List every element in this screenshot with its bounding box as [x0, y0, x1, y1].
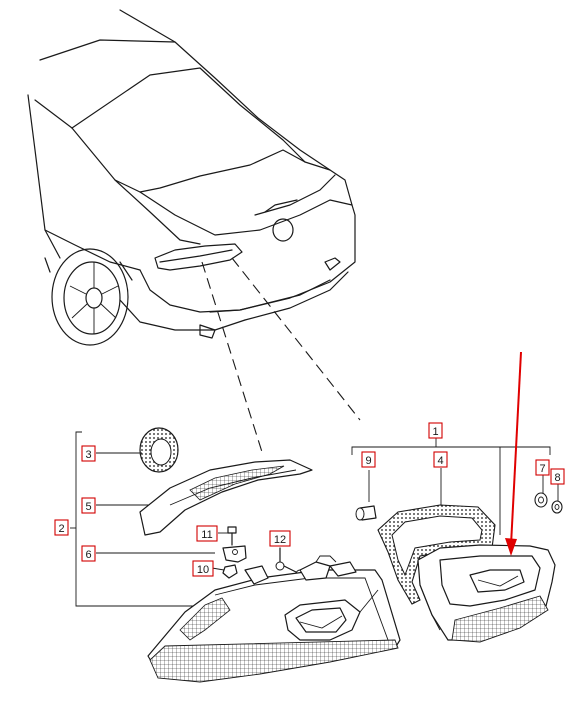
callout-4[interactable]: 4: [433, 451, 448, 468]
callout-11[interactable]: 11: [196, 525, 218, 542]
part-8-washer: [551, 500, 563, 514]
part-5-reflector-panel: [139, 459, 313, 536]
part-7-nut: [534, 492, 548, 508]
callout-8-text: 8: [554, 472, 560, 484]
dashed-reference-lines: [201, 257, 361, 453]
callout-8[interactable]: 8: [550, 468, 565, 485]
callout-12[interactable]: 12: [269, 530, 291, 547]
part-11-screw: [218, 526, 237, 546]
red-pointer-arrow: [505, 351, 522, 556]
callout-3[interactable]: 3: [81, 445, 96, 462]
part-6-bracket: [222, 545, 247, 563]
callout-1-text: 1: [432, 426, 438, 438]
callout-4-text: 4: [437, 455, 443, 467]
callout-5[interactable]: 5: [81, 497, 96, 514]
callout-11-text: 11: [201, 529, 212, 541]
callout-10-text: 10: [197, 564, 209, 576]
callout-7[interactable]: 7: [535, 459, 550, 476]
callout-9-text: 9: [365, 455, 371, 467]
right-tail-lamp-inner: [417, 544, 556, 643]
callout-6[interactable]: 6: [81, 545, 96, 562]
part-3-grommet: [96, 427, 179, 473]
callout-5-text: 5: [85, 501, 91, 513]
callout-12-text: 12: [274, 534, 286, 546]
callout-3-text: 3: [85, 449, 91, 461]
callout-10[interactable]: 10: [192, 560, 214, 577]
car-rear-illustration: [27, 9, 356, 346]
callout-labels: 1 2 3 4 5 6 7 8: [54, 422, 565, 577]
callout-7-text: 7: [539, 463, 545, 475]
callout-2-text: 2: [58, 523, 64, 535]
callout-1[interactable]: 1: [428, 422, 443, 439]
part-10-clip: [211, 564, 238, 579]
callout-2[interactable]: 2: [54, 519, 69, 536]
left-tail-lamp: [147, 555, 401, 683]
callout-6-text: 6: [85, 549, 91, 561]
callout-9[interactable]: 9: [361, 451, 376, 468]
part-9-bulb: [355, 505, 377, 521]
